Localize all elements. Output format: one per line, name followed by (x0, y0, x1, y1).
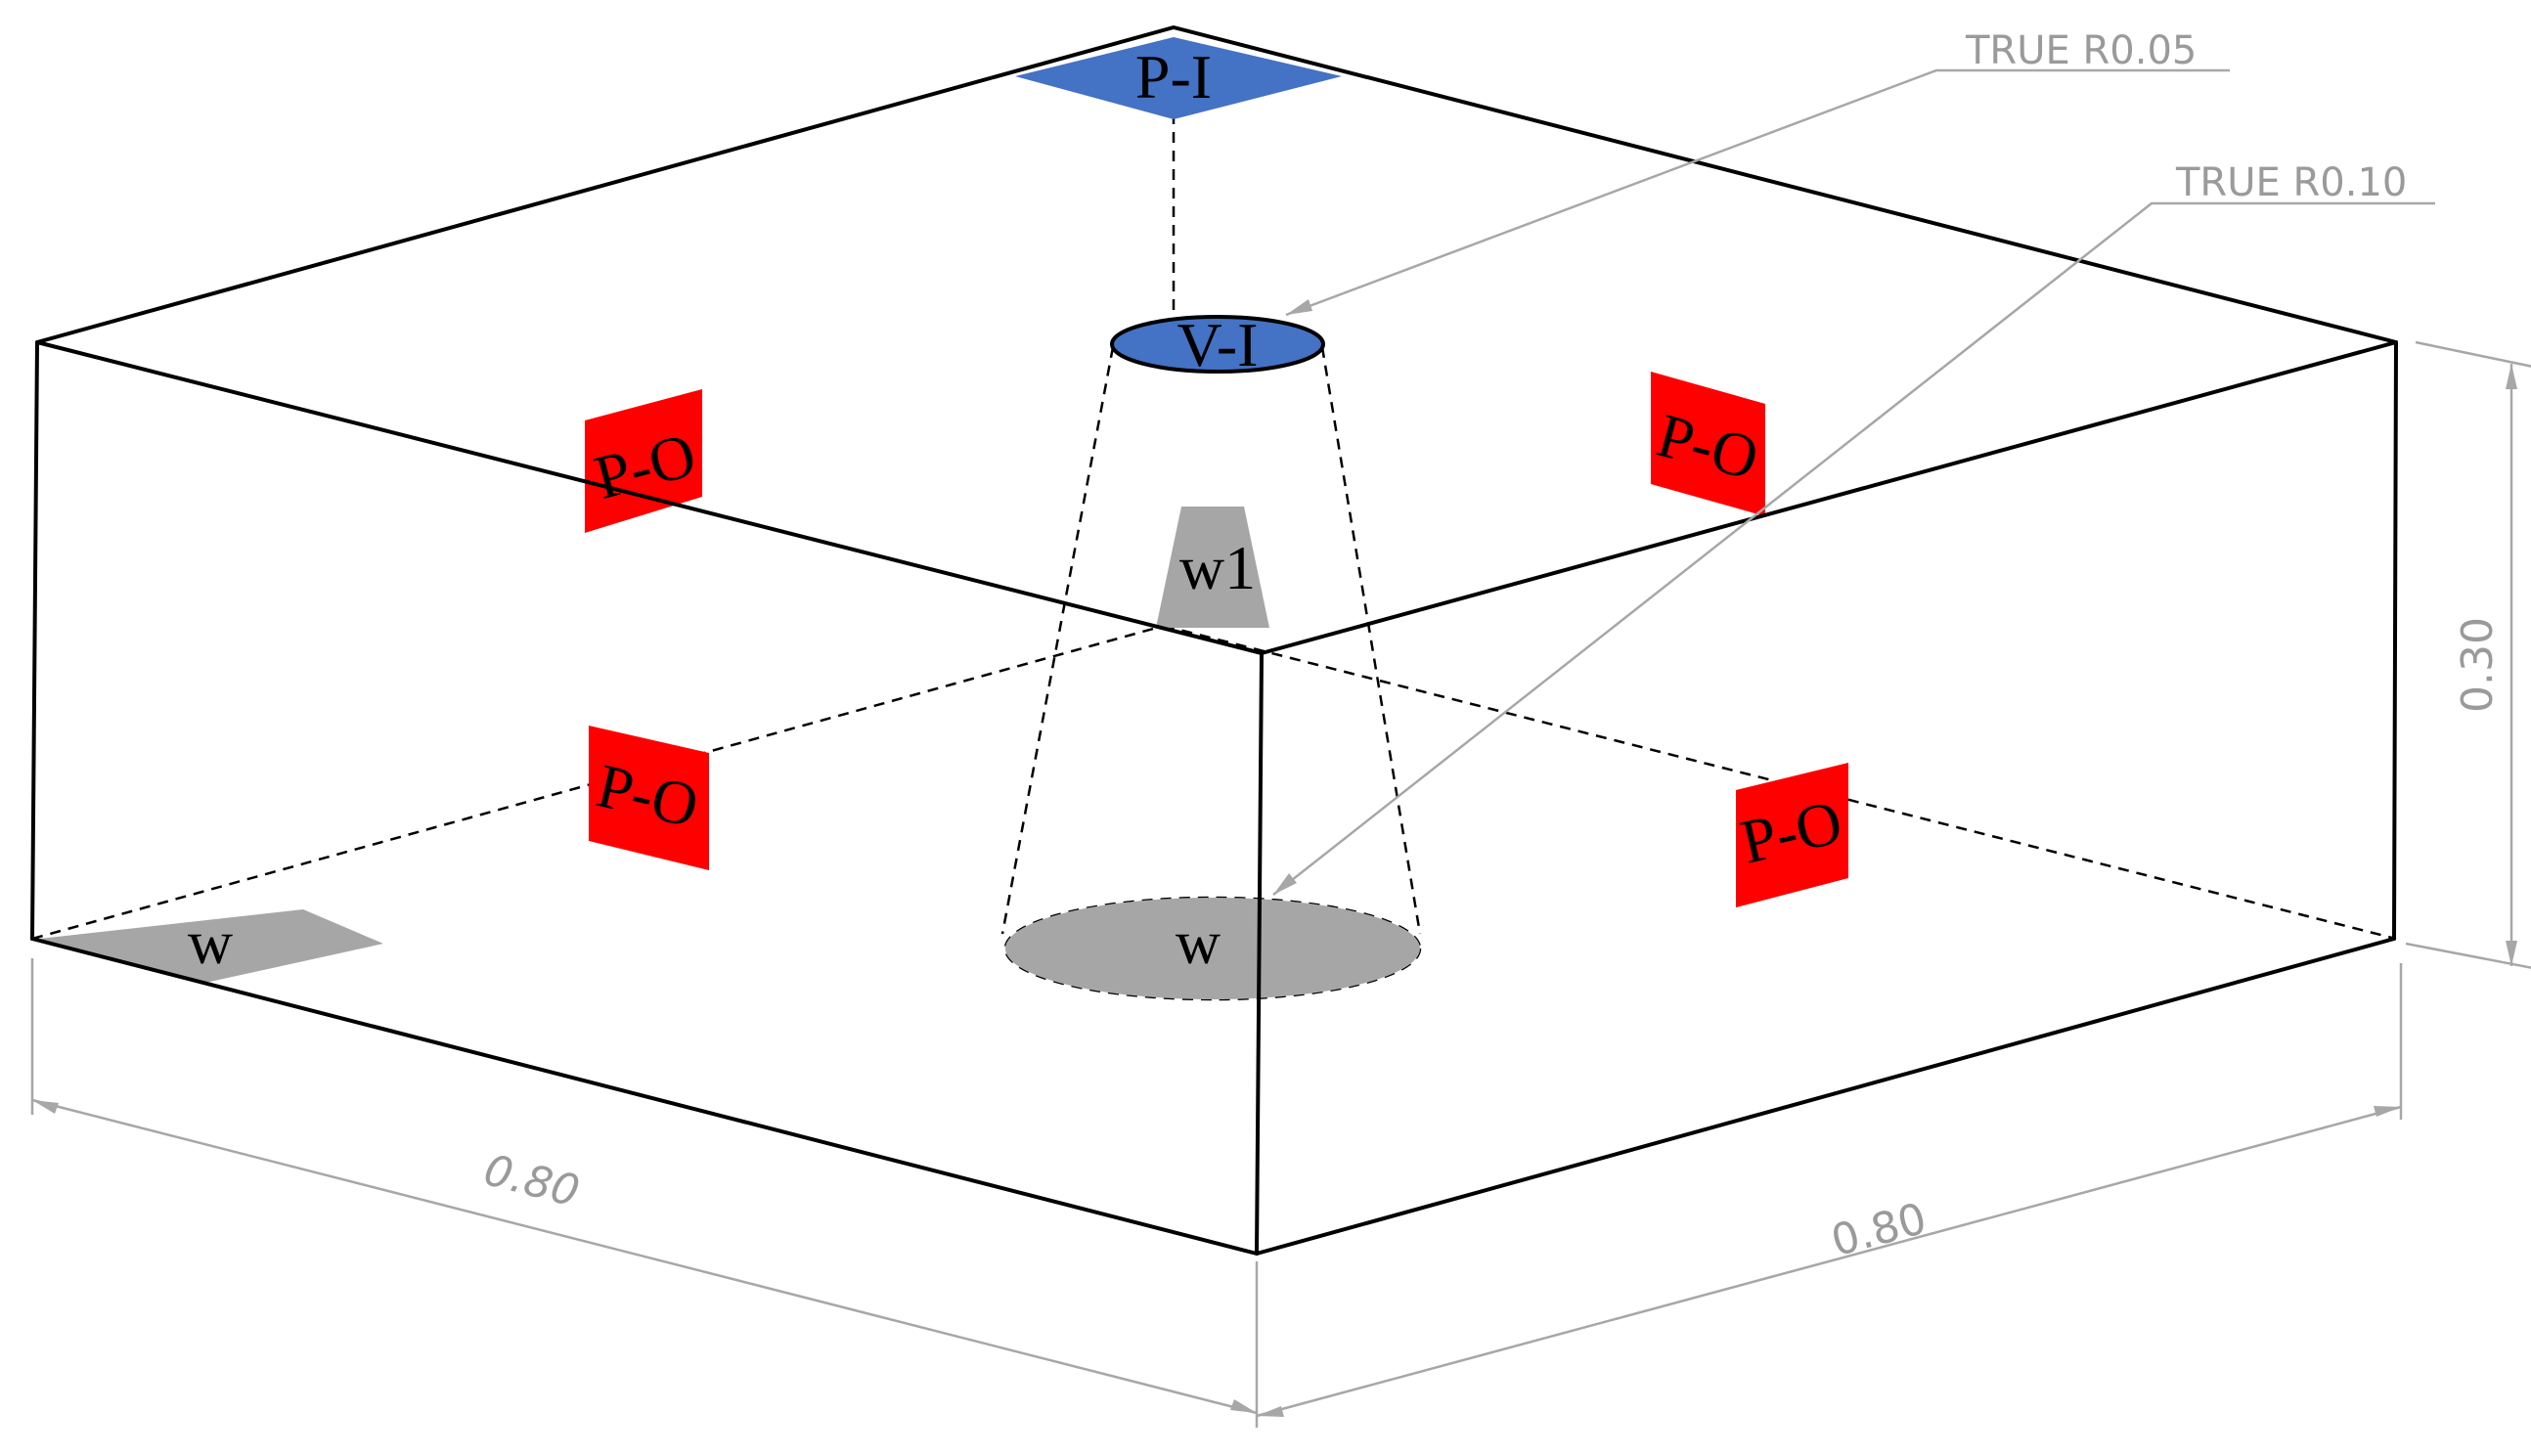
wall-patches (39, 507, 1420, 999)
dim-text-height: 0.30 (2453, 617, 2503, 713)
label-velocity-inlet: V-I (1177, 310, 1259, 379)
velocity-inlet-ellipse (1110, 315, 1325, 374)
dimension-lines (30, 340, 2531, 1428)
leader-radius-large (1272, 201, 2435, 896)
cone-right-edge (1320, 346, 1422, 935)
dim-text-width-right: 0.80 (1826, 1194, 1932, 1267)
box-edges (30, 25, 2398, 1256)
dim-text-width-left: 0.80 (479, 1145, 585, 1217)
label-wall-base: w (1176, 907, 1221, 977)
outlet-patches (585, 372, 1848, 907)
pressure-inlet-rhombus (1015, 37, 1342, 119)
dimension-texts: 0.80 0.80 0.30 TRUE R0.05 TRUE R0.10 (479, 28, 2503, 1266)
patch-labels: P-I V-I P-O P-O P-O P-O w1 w w (188, 42, 1848, 977)
inlet-patches (1015, 37, 1342, 374)
label-pressure-inlet: P-I (1135, 42, 1212, 111)
wall-corner-triangle (39, 909, 383, 983)
leader-radius-small (1285, 68, 2230, 317)
outlet-patch-back-right (1651, 372, 1765, 516)
cone-left-edge (1000, 346, 1115, 935)
label-wall-tip: w1 (1179, 533, 1256, 602)
outlet-patch-front-left (589, 726, 709, 870)
radius-leaders (1272, 68, 2435, 896)
callout-radius-large: TRUE R0.10 (2175, 160, 2407, 205)
wall-tip-trapezoid (1156, 507, 1269, 628)
label-wall-corner: w (188, 907, 233, 977)
wall-base-ellipse (1005, 898, 1420, 999)
dim-line-width-left (31, 1098, 1258, 1415)
dim-line-width-right (1256, 1105, 2402, 1418)
callout-radius-small: TRUE R0.05 (1965, 28, 2197, 73)
outlet-patch-front-right (1736, 763, 1848, 907)
outlet-patch-back-left (585, 389, 702, 533)
